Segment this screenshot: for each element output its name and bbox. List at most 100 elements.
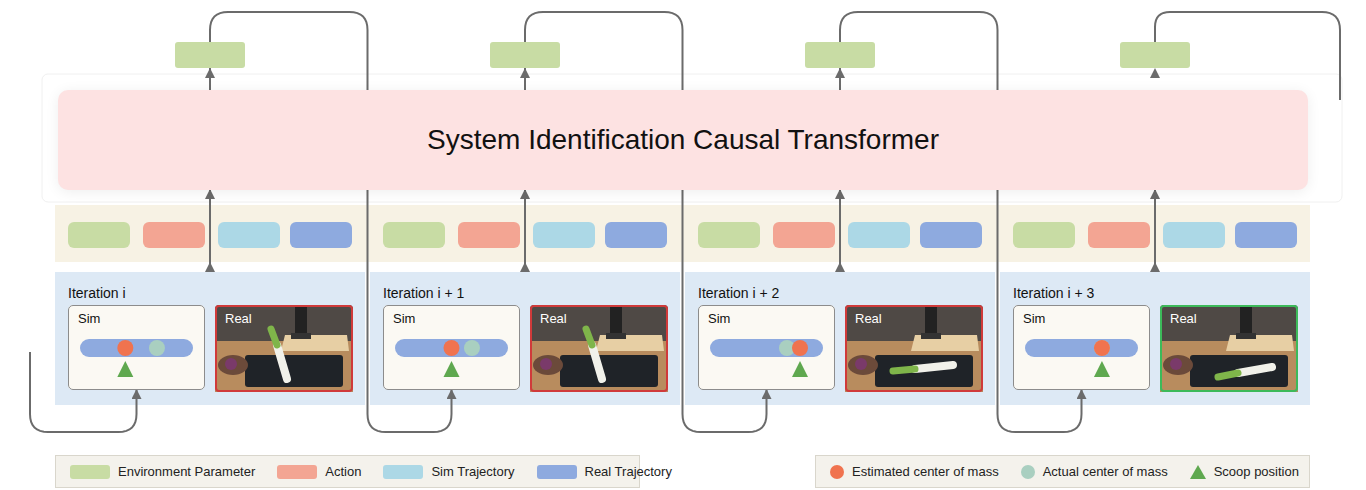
photo-wall <box>530 305 668 392</box>
sim-box: Sim <box>383 305 520 390</box>
node-label: Sim <box>393 311 415 326</box>
panel-fill <box>370 272 680 405</box>
photo-wall <box>845 305 983 392</box>
scoop-triangle <box>117 361 133 377</box>
photo-onion <box>225 358 237 370</box>
photo-robot <box>925 307 937 335</box>
photo-robot <box>1240 307 1252 335</box>
photo-tray <box>875 355 973 387</box>
sim-bar <box>710 339 823 357</box>
estimated-com-dot <box>117 340 133 356</box>
legend-label: Estimated center of mass <box>852 464 999 479</box>
token <box>1163 222 1225 248</box>
photo-onion <box>855 358 867 370</box>
token <box>383 222 445 248</box>
panel-fill <box>55 272 365 405</box>
arrow-head <box>1150 262 1160 272</box>
scoop-triangle <box>792 361 808 377</box>
actual-com-dot <box>1094 340 1110 356</box>
arrow-head <box>205 262 215 272</box>
real-box: Real <box>1160 305 1298 392</box>
connector <box>1154 190 1156 272</box>
parameter-box <box>1120 42 1190 68</box>
sim-fill <box>698 305 835 390</box>
sim-box: Sim <box>698 305 835 390</box>
connector <box>524 190 526 272</box>
photo <box>530 305 668 392</box>
sim-box: Sim <box>1013 305 1150 390</box>
photo-gripper <box>1236 333 1256 339</box>
sim-bar <box>395 339 508 357</box>
token <box>605 222 667 248</box>
token <box>68 222 130 248</box>
transformer-halo <box>42 74 1342 202</box>
node-label: Iteration i + 2 <box>698 285 779 301</box>
photo <box>215 305 353 392</box>
legend-item: Sim Trajectory <box>383 464 514 479</box>
photo-tray <box>245 355 343 387</box>
node-label: Real <box>855 311 882 326</box>
legend-swatch <box>70 465 110 479</box>
iteration-panel: Iteration i SimReal <box>55 272 365 405</box>
token <box>458 222 520 248</box>
node-label: Real <box>540 311 567 326</box>
token <box>698 222 760 248</box>
token <box>773 222 835 248</box>
node-label: Iteration i <box>68 285 126 301</box>
parameter-box <box>175 42 245 68</box>
connector <box>210 12 452 432</box>
photo-leek-green <box>1218 373 1238 377</box>
photo-leek-white <box>915 365 953 369</box>
photo-leek-green <box>893 369 915 371</box>
legend-item: Actual center of mass <box>1021 464 1168 479</box>
token <box>218 222 280 248</box>
sim-box: Sim <box>68 305 205 390</box>
node-label: Real <box>1170 311 1197 326</box>
photo-tray <box>1190 355 1288 387</box>
token <box>1013 222 1075 248</box>
feedback-line <box>30 352 137 432</box>
legend-label: Action <box>325 464 361 479</box>
photo-leek-white <box>1238 367 1272 373</box>
sim-fill <box>68 305 205 390</box>
connector <box>840 12 1082 432</box>
estimated-com-dot <box>1094 340 1110 356</box>
legend-label: Scoop position <box>1214 464 1299 479</box>
actual-com-dot <box>149 340 165 356</box>
sim-fill <box>1013 305 1150 390</box>
photo-wall <box>1160 305 1298 392</box>
node-label: System Identification Causal Transformer <box>427 124 939 156</box>
photo-plate <box>1163 355 1193 375</box>
token <box>1088 222 1150 248</box>
photo-onion <box>1170 358 1182 370</box>
legend-label: Sim Trajectory <box>431 464 514 479</box>
legend-swatch <box>1190 465 1206 479</box>
token <box>290 222 352 248</box>
photo-robot <box>610 307 622 335</box>
photo-plate <box>218 355 248 375</box>
photo-gripper <box>606 333 626 339</box>
legend-swatch <box>277 465 317 479</box>
node-label: Iteration i + 3 <box>1013 285 1094 301</box>
connector <box>839 190 841 272</box>
arrow-head <box>520 68 530 78</box>
connector <box>209 190 211 272</box>
legend-box: Estimated center of mass Actual center of… <box>815 455 1310 488</box>
estimated-com-dot <box>792 340 808 356</box>
token <box>1235 222 1297 248</box>
connector <box>525 12 767 432</box>
arrow-head <box>835 68 845 78</box>
panel-fill <box>685 272 995 405</box>
legend-label: Environment Parameter <box>118 464 255 479</box>
photo-robot <box>295 307 307 335</box>
real-box: Real <box>215 305 353 392</box>
legend-swatch <box>1021 465 1035 479</box>
legend-box: Environment Parameter Action Sim Trajector… <box>55 455 640 488</box>
photo-leek-white <box>592 345 602 379</box>
actual-com-dot <box>464 340 480 356</box>
legend-swatch <box>537 465 577 479</box>
photo-plate <box>533 355 563 375</box>
